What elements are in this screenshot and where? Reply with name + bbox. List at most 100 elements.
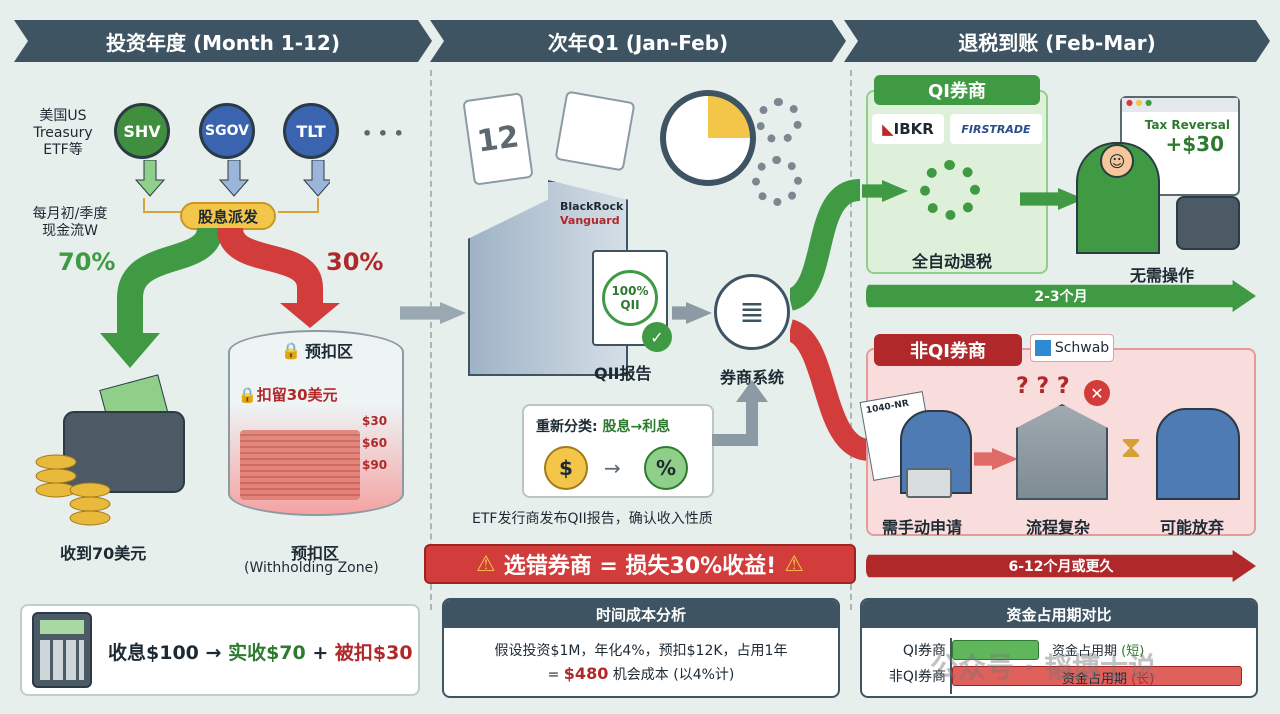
flow-arrow <box>400 302 466 324</box>
scale-tick: $60 <box>362 436 388 450</box>
zone-withheld-text: 扣留30美元 <box>256 386 338 404</box>
bar-tag: (长) <box>1131 672 1155 687</box>
percent-coin-icon: % <box>644 446 688 490</box>
qii-report-label: QII报告 <box>594 364 652 383</box>
formula-gross: 收息$100 <box>108 642 199 664</box>
zone-scale: $30 $60 $90 <box>362 410 387 476</box>
bar-nonqi <box>952 666 1242 686</box>
watermark: 公众号 · 韬博士说 <box>930 651 1157 684</box>
hourglass-icon: ⧗ <box>1120 429 1142 465</box>
calendar-icon-2 <box>554 90 636 172</box>
pct-received: 70% <box>58 248 116 276</box>
reclass-title: 重新分类: <box>536 419 598 435</box>
branch-arrows <box>790 179 872 461</box>
time-cost-assumption: 假设投资$1M，年化4%，预扣$12K，占用1年 <box>494 643 788 659</box>
nonqi-title: 非QI券商 <box>874 334 1022 366</box>
formula-plus: + <box>312 642 329 664</box>
frustrated-person-icon <box>1156 408 1240 500</box>
formula-withheld: 被扣$30 <box>334 642 413 664</box>
occupation-compare-card: 资金占用期对比 QI券商 非QI券商 资金占用期 (短) 资金占用期 (长) <box>860 598 1258 698</box>
zone-lid-label: 🔒预扣区 <box>262 338 372 362</box>
warning-banner: ⚠选错券商 = 损失30%收益!⚠ <box>424 544 856 584</box>
return-arrow <box>712 380 768 446</box>
issuer-brands: BlackRock Vanguard <box>560 200 623 228</box>
reclass-line: 重新分类: 股息→利息 <box>536 416 712 436</box>
lock-icon: 🔒 <box>281 340 301 360</box>
flow-arrow <box>672 302 712 324</box>
gear-icon <box>920 160 980 220</box>
formula-arrow: → <box>205 642 222 664</box>
pct-withheld: 30% <box>326 248 384 276</box>
reclass-value: 股息→利息 <box>602 419 671 435</box>
qii-stamp: 100% QII <box>602 270 658 326</box>
scale-tick: $90 <box>362 458 388 472</box>
qi-duration-arrow: 2-3个月 <box>866 280 1256 312</box>
question-icons: ? ? ? <box>1016 374 1070 399</box>
stopwatch-icon <box>660 90 756 186</box>
received-label: 收到70美元 <box>60 544 147 563</box>
dollar-coin-icon: $ <box>544 446 588 490</box>
broker-name: Schwab <box>1054 340 1110 356</box>
broker-name: IBKR <box>893 120 934 138</box>
arrow-icon: → <box>604 456 621 480</box>
compare-label-nonqi: 非QI券商 <box>888 669 946 685</box>
check-icon: ✓ <box>642 322 672 352</box>
bank-building-icon <box>1016 404 1108 500</box>
reclassification-card: 重新分类: 股息→利息 $ → % <box>522 404 714 498</box>
schwab-logo-icon <box>1034 340 1051 356</box>
formula: 收息$100 → 实收$70 + 被扣$30 <box>108 638 413 665</box>
brand-blackrock: BlackRock <box>560 200 624 213</box>
bar-text: 资金占用期 <box>1062 672 1128 687</box>
brand-vanguard: Vanguard <box>560 214 620 227</box>
gear-icon <box>752 156 802 206</box>
zone-subtitle: (Withholding Zone) <box>244 560 379 576</box>
etf-badge-sgov: SGOV <box>199 103 255 159</box>
divider <box>850 70 852 610</box>
phase-header-q1: 次年Q1 (Jan-Feb) <box>430 20 846 62</box>
flow-arrow <box>1020 188 1084 210</box>
tax-reversal-label: Tax Reversal <box>1144 118 1230 132</box>
bar-qi <box>952 640 1039 660</box>
gear-icon <box>756 98 802 144</box>
tax-reversal-amount: +$30 <box>1165 132 1224 156</box>
time-cost-result: = $480 机会成本 (以4%计) <box>444 664 838 684</box>
time-cost-note: 机会成本 (以4%计) <box>612 667 735 683</box>
wallet-icon <box>1176 196 1240 250</box>
etf-flow-arrows <box>134 160 330 213</box>
phase-header-investment: 投资年度 (Month 1-12) <box>14 20 432 62</box>
auto-refund-label: 全自动退税 <box>912 252 993 271</box>
formula-card: 收息$100 → 实收$70 + 被扣$30 <box>20 604 420 696</box>
qii-document-icon: 100% QII <box>592 250 668 346</box>
compare-label-qi: QI券商 <box>902 643 946 659</box>
database-icon: ≣ <box>714 274 790 350</box>
warning-icon: ⚠ <box>476 551 496 577</box>
equals-sign: = <box>547 667 560 683</box>
zone-title: 预扣区 <box>291 544 340 563</box>
laptop-icon <box>906 468 952 498</box>
step-give-up: 可能放弃 <box>1160 518 1225 537</box>
time-cost-card: 时间成本分析 假设投资$1M，年化4%，预扣$12K，占用1年 = $480 机… <box>442 598 840 698</box>
split-arrows <box>100 228 340 368</box>
broker-logo-ibkr: ◣IBKR <box>872 114 944 144</box>
cash-stacks-icon <box>240 430 360 500</box>
wallet-coins-icon <box>35 374 185 526</box>
dividend-badge: 股息派发 <box>180 202 276 230</box>
bar-tag: (短) <box>1121 644 1145 659</box>
more-icon: • • • <box>362 124 404 143</box>
time-cost-value: $480 <box>563 664 609 683</box>
calculator-icon <box>32 612 92 688</box>
zone-lid-text: 预扣区 <box>304 342 353 361</box>
step-complex: 流程复杂 <box>1026 518 1091 537</box>
qi-title: QI券商 <box>874 75 1040 105</box>
lock-icon: 🔒 <box>238 385 257 404</box>
compare-title: 资金占用期对比 <box>862 600 1256 628</box>
warning-icon: ⚠ <box>784 551 804 577</box>
qii-caption: ETF发行商发布QII报告，确认收入性质 <box>472 511 713 527</box>
etf-badge-tlt: TLT <box>283 103 339 159</box>
step-manual: 需手动申请 <box>882 518 963 537</box>
formula-net: 实收$70 <box>228 642 306 664</box>
no-action-label: 无需操作 <box>1130 266 1195 285</box>
nonqi-duration-arrow: 6-12个月或更久 <box>866 550 1256 582</box>
zone-withheld: 🔒扣留30美元 <box>238 384 338 405</box>
person-face: ☺ <box>1100 144 1134 178</box>
